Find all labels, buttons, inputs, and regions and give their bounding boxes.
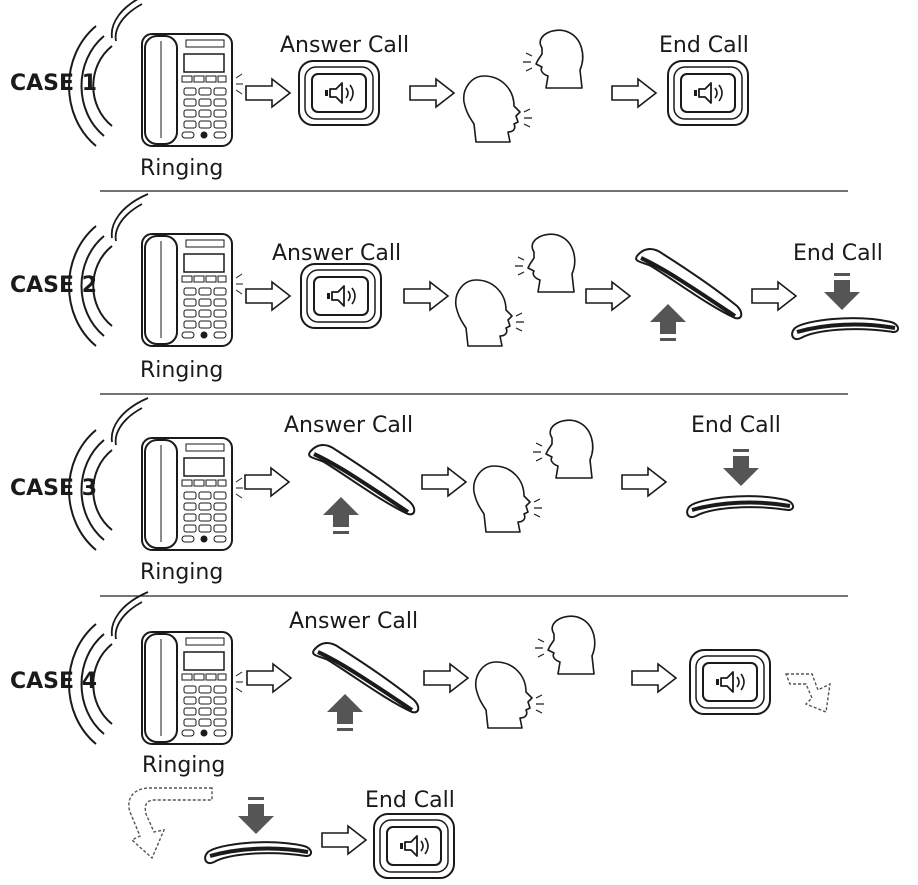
answer-call-label: Answer Call	[272, 241, 401, 266]
handset-icon	[685, 494, 796, 520]
flow-arrow-icon	[246, 663, 292, 693]
ringing-caption: Ringing	[140, 358, 223, 383]
case-3: CASE 3 Ringing Answer Call End Call	[10, 397, 796, 585]
continue-arrow-icon	[784, 673, 831, 713]
ringing-caption: Ringing	[140, 156, 223, 181]
hangup-arrow-icon	[824, 273, 860, 310]
case-2: CASE 2 Ringing Answer Call End Call	[10, 193, 901, 383]
flow-arrow-icon	[423, 663, 469, 693]
talking-heads-icon	[474, 615, 596, 729]
phone-icon	[68, 0, 244, 147]
pickup-arrow-icon	[323, 497, 359, 534]
case-label: CASE 3	[10, 476, 97, 501]
talking-heads-icon	[472, 419, 594, 533]
handset-icon	[790, 316, 901, 342]
case-label: CASE 1	[10, 71, 97, 96]
answer-call-label: Answer Call	[284, 413, 413, 438]
flow-arrow-icon	[621, 467, 667, 497]
speaker-button-icon	[667, 60, 749, 126]
handset-icon	[311, 641, 421, 715]
pickup-arrow-icon	[650, 304, 686, 341]
case-label: CASE 4	[10, 669, 97, 694]
pickup-arrow-icon	[327, 694, 363, 731]
answer-call-label: Answer Call	[280, 33, 409, 58]
end-call-label: End Call	[691, 413, 781, 438]
phone-icon	[68, 397, 244, 551]
flow-arrow-icon	[611, 78, 657, 108]
handset-icon	[634, 247, 744, 321]
speaker-button-icon	[689, 649, 771, 715]
case-4: CASE 4 Ringing Answer Call	[10, 591, 831, 778]
flow-arrow-icon	[245, 281, 291, 311]
end-call-label: End Call	[365, 788, 455, 813]
flow-arrow-icon	[244, 467, 290, 497]
continue-arrow-icon	[128, 787, 213, 860]
flow-arrow-icon	[421, 467, 467, 497]
case-label: CASE 2	[10, 273, 97, 298]
flow-arrow-icon	[403, 281, 449, 311]
flow-arrow-icon	[585, 281, 631, 311]
case-1: CASE 1 Ringing Answer Call End Call	[10, 0, 749, 181]
hangup-arrow-icon	[238, 797, 274, 834]
talking-heads-icon	[462, 29, 584, 143]
handset-icon	[203, 840, 314, 866]
flow-arrow-icon	[321, 825, 367, 855]
answer-call-label: Answer Call	[289, 609, 418, 634]
speaker-button-icon	[298, 60, 380, 126]
end-call-label: End Call	[659, 33, 749, 58]
phone-icon	[68, 591, 244, 745]
hangup-arrow-icon	[723, 449, 759, 486]
end-call-label: End Call	[793, 241, 883, 266]
phone-icon	[68, 193, 244, 347]
talking-heads-icon	[454, 233, 576, 347]
ringing-caption: Ringing	[142, 753, 225, 778]
speaker-button-icon	[373, 813, 455, 879]
flow-arrow-icon	[245, 78, 291, 108]
flow-arrow-icon	[409, 78, 455, 108]
case-4-continued: End Call	[128, 787, 455, 879]
flow-arrow-icon	[751, 281, 797, 311]
speaker-button-icon	[300, 263, 382, 329]
ringing-caption: Ringing	[140, 560, 223, 585]
flow-arrow-icon	[631, 663, 677, 693]
handset-icon	[307, 443, 417, 517]
